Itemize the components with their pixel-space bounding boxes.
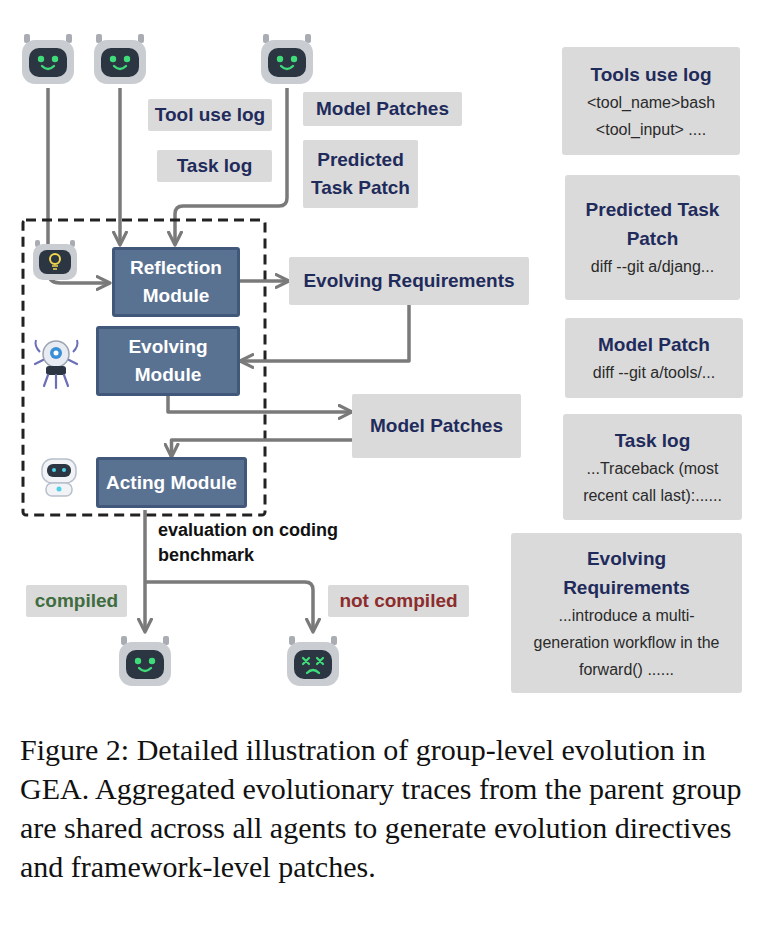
reflection-icon bbox=[33, 240, 77, 280]
outcome-tag: compiled bbox=[26, 585, 127, 617]
node-body: ...introduce a multi-generation workflow… bbox=[523, 602, 730, 683]
example-card: Tools use log<tool_name>bash <tool_input… bbox=[562, 47, 740, 155]
node-body: ...Traceback (most recent call last):...… bbox=[575, 455, 730, 509]
node-title: Task log bbox=[615, 426, 691, 455]
robot-icon bbox=[261, 34, 313, 84]
node-title: Evolving Module bbox=[105, 333, 231, 389]
robot-icon bbox=[119, 636, 171, 686]
node-title: Tools use log bbox=[590, 60, 711, 89]
module-box: Evolving Module bbox=[96, 326, 240, 396]
evolving-icon bbox=[35, 340, 78, 388]
node-title: Acting Module bbox=[106, 469, 237, 497]
example-card: Model Patchdiff --git a/tools/... bbox=[565, 318, 743, 398]
node-title: Model Patch bbox=[598, 330, 710, 359]
trace-arrow bbox=[118, 88, 122, 245]
robot-icon bbox=[94, 34, 146, 84]
trace-box: Predicted Task Patch bbox=[303, 140, 418, 208]
example-card: Predicted Task Patchdiff --git a/djang..… bbox=[565, 175, 740, 300]
evaluation-arrow bbox=[145, 582, 313, 632]
node-title: Evolving Requirements bbox=[303, 267, 514, 295]
dashed-group bbox=[23, 220, 265, 515]
node-title: Model Patches bbox=[316, 95, 449, 123]
node-body: diff --git a/tools/... bbox=[593, 359, 715, 386]
node-title: Tool use log bbox=[155, 101, 265, 129]
artifact-box: Model Patches bbox=[352, 394, 521, 458]
node-title: Reflection Module bbox=[121, 254, 231, 310]
module-box: Reflection Module bbox=[112, 247, 240, 317]
example-card: Task log...Traceback (most recent call l… bbox=[563, 414, 742, 520]
example-card: Evolving Requirements...introduce a mult… bbox=[511, 533, 742, 693]
evaluation-arrow bbox=[143, 510, 147, 632]
trace-box: Tool use log bbox=[148, 99, 272, 131]
evaluation-label: evaluation on coding benchmark bbox=[158, 518, 353, 568]
node-title: Evolving Requirements bbox=[523, 544, 730, 602]
trace-arrow bbox=[48, 88, 110, 283]
node-title: Task log bbox=[177, 152, 253, 180]
trace-box: Model Patches bbox=[303, 92, 462, 126]
module-box: Acting Module bbox=[96, 457, 247, 508]
flow-arrow bbox=[240, 305, 409, 361]
node-title: compiled bbox=[35, 590, 118, 612]
figure-caption: Figure 2: Detailed illustration of group… bbox=[20, 730, 742, 886]
acting-icon bbox=[42, 459, 76, 496]
failed-robot-icon bbox=[287, 636, 339, 686]
node-title: Predicted Task Patch bbox=[309, 146, 412, 202]
node-title: not compiled bbox=[339, 590, 457, 612]
trace-box: Task log bbox=[157, 150, 272, 182]
node-title: Model Patches bbox=[370, 412, 503, 440]
flow-arrow bbox=[240, 279, 289, 283]
node-body: <tool_name>bash <tool_input> .... bbox=[574, 89, 728, 143]
flow-arrow bbox=[172, 440, 353, 457]
outcome-tag: not compiled bbox=[328, 585, 469, 617]
node-body: diff --git a/djang... bbox=[591, 253, 714, 280]
artifact-box: Evolving Requirements bbox=[289, 257, 529, 305]
robot-icon bbox=[22, 34, 74, 84]
node-title: Predicted Task Patch bbox=[577, 195, 728, 253]
flow-arrow bbox=[168, 396, 352, 412]
